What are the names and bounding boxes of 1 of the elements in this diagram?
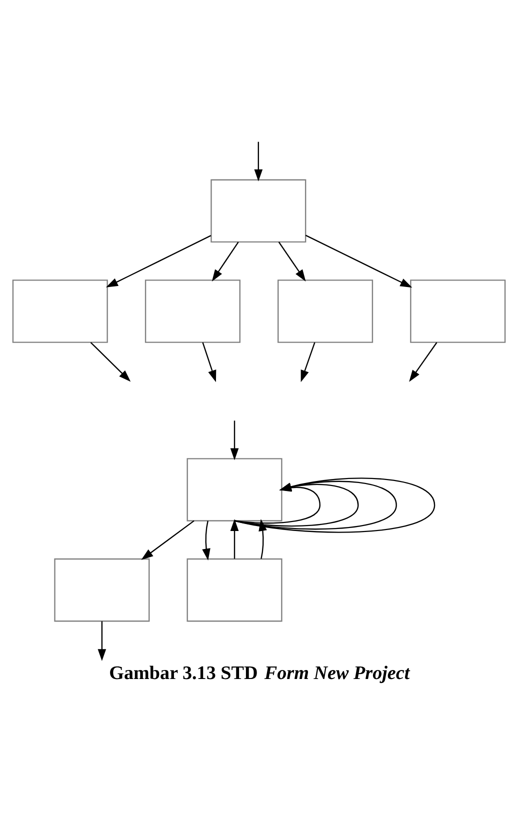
caption: Gambar 3.13 STD Form New Project	[109, 662, 410, 684]
